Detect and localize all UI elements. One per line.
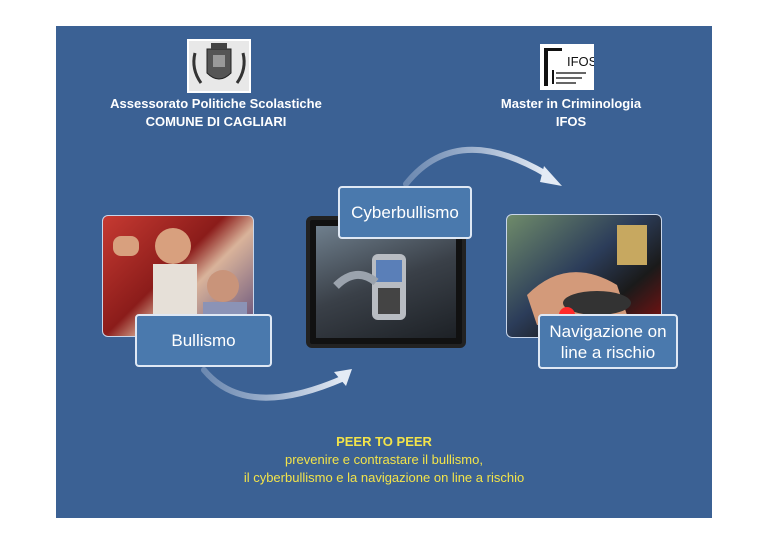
right-organization: Master in Criminologia IFOS <box>476 95 666 131</box>
bullismo-box: Bullismo <box>135 314 272 367</box>
arrow-head-2 <box>540 166 562 186</box>
navigazione-box: Navigazione on line a rischio <box>538 314 678 369</box>
arrow-head-1 <box>334 369 352 386</box>
comune-crest-logo <box>187 39 251 93</box>
cyberbullismo-box: Cyberbullismo <box>338 186 472 239</box>
footer-title: PEER TO PEER <box>336 434 432 449</box>
flow-arrows <box>201 146 562 401</box>
footer: PEER TO PEER prevenire e contrastare il … <box>156 433 612 487</box>
right-org-line1: Master in Criminologia <box>500 96 642 111</box>
ifos-logo-text: IFOS <box>567 54 594 69</box>
footer-line1: prevenire e contrastare il bullismo, <box>285 452 483 467</box>
left-organization: Assessorato Politiche Scolastiche COMUNE… <box>91 95 341 131</box>
left-org-line1: Assessorato Politiche Scolastiche <box>110 96 322 111</box>
ifos-logo: IFOS <box>540 44 598 90</box>
arrow-bullismo-to-cyber <box>201 367 347 401</box>
cyberbullying-photo <box>306 216 466 348</box>
footer-line2: il cyberbullismo e la navigazione on lin… <box>243 470 525 485</box>
right-org-line2: IFOS <box>555 114 587 129</box>
slide: IFOS Assessorato Politiche Scolastiche C… <box>56 26 712 518</box>
arrow-cyber-to-nav <box>403 146 549 187</box>
left-org-line2: COMUNE DI CAGLIARI <box>145 114 287 129</box>
